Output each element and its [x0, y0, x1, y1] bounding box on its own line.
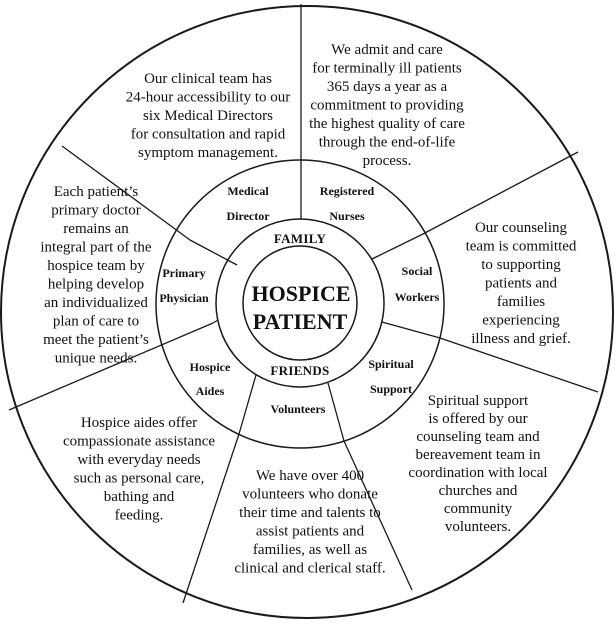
description-line: families	[497, 294, 545, 310]
description-line: patients and	[485, 276, 558, 292]
description-line: volunteers who donate	[242, 487, 378, 503]
description-line: an individualized	[44, 295, 148, 311]
description-line: 24-hour accessibility to our	[126, 90, 291, 106]
description-line: remains an	[63, 221, 129, 237]
description-line: their time and talents to	[239, 505, 381, 521]
desc-volunteers: We have over 400 volunteers who donate the…	[234, 468, 385, 577]
description-line: Each patient’s	[54, 184, 139, 200]
inner-spoke-upper-left	[189, 239, 238, 266]
role-primary-physician-line2: Physician	[159, 291, 209, 305]
spoke-upper-left	[61, 145, 191, 241]
spoke-upper-right	[422, 151, 579, 235]
ring-label-friends: FRIENDS	[270, 363, 329, 378]
middle-ring	[155, 159, 445, 449]
description-line: bathing and	[104, 489, 175, 505]
center-label-line2: PATIENT	[253, 309, 348, 334]
description-line: Our clinical team has	[144, 71, 272, 87]
center-circle	[242, 245, 358, 361]
role-spiritual-support-line2: Support	[370, 382, 412, 396]
inner-spoke-lower-left	[212, 319, 219, 324]
description-line: We have over 400	[256, 468, 364, 484]
description-line: unique needs.	[55, 351, 137, 367]
description-line: 365 days a year as a	[327, 79, 448, 95]
role-medical-director-line2: Director	[226, 209, 270, 223]
desc-hospice-aides: Hospice aides offer compassionate assista…	[63, 415, 215, 524]
role-registered-nurses-line2: Nurses	[329, 209, 365, 223]
description-line: coordination with local	[408, 465, 547, 481]
role-hospice-aides-line2: Aides	[196, 384, 225, 398]
description-line: with everyday needs	[77, 452, 200, 468]
outer-ring	[0, 5, 614, 619]
description-line: integral part of the	[40, 240, 152, 256]
role-primary-physician-line1: Primary	[162, 266, 205, 280]
spoke-bottom-left	[182, 433, 240, 604]
description-line: Spiritual support	[428, 393, 529, 409]
description-line: families, as well as	[253, 542, 367, 558]
desc-social-workers: Our counseling team is committed to suppor…	[466, 220, 577, 347]
description-line: process.	[363, 153, 412, 169]
description-line: through the end-of-life	[319, 135, 456, 151]
spoke-lower-left	[8, 322, 214, 411]
description-line: is offered by our	[428, 411, 527, 427]
inner-spokes	[189, 160, 441, 442]
description-line: hospice team by	[47, 258, 145, 274]
description-line: experiencing	[482, 313, 560, 329]
description-line: Our counseling	[475, 220, 568, 236]
description-line: clinical and clerical staff.	[234, 561, 385, 577]
role-social-workers-line2: Workers	[395, 290, 440, 304]
role-hospice-aides-line1: Hospice	[190, 360, 231, 374]
description-line: helping develop	[48, 277, 144, 293]
description-line: plan of care to	[53, 314, 139, 330]
desc-registered-nurses: We admit and care for terminally ill pati…	[309, 42, 465, 169]
spoke-lower-right	[439, 337, 599, 393]
description-line: the highest quality of care	[309, 116, 465, 132]
role-medical-director-line1: Medical	[227, 184, 269, 198]
description-line: team is committed	[466, 239, 577, 255]
desc-medical-director: Our clinical team has 24-hour accessibili…	[126, 71, 291, 161]
description-line: six Medical Directors	[143, 108, 273, 124]
description-line: commitment to providing	[310, 98, 464, 114]
inner-spoke-upper-right	[371, 233, 424, 260]
description-line: We admit and care	[331, 42, 443, 58]
desc-spiritual-support: Spiritual support is offered by our counse…	[408, 393, 547, 535]
description-line: symptom management.	[138, 145, 278, 161]
description-line: bereavement team in	[416, 447, 541, 463]
description-line: such as personal care,	[74, 471, 205, 487]
description-line: for consultation and rapid	[131, 127, 286, 143]
role-volunteers: Volunteers	[271, 402, 326, 416]
role-registered-nurses-line1: Registered	[320, 184, 375, 198]
desc-primary-physician: Each patient’s primary doctor remains an in…	[40, 184, 152, 367]
inner-spoke-bottom-left	[238, 374, 257, 435]
inner-ring	[215, 218, 385, 388]
center-label-line1: HOSPICE	[251, 281, 350, 306]
inner-spoke-bottom-right	[327, 382, 345, 442]
inner-spoke-lower-right	[381, 321, 441, 339]
role-spiritual-support-line1: Spiritual	[368, 357, 414, 371]
spoke-bottom-right	[343, 440, 413, 591]
description-line: primary doctor	[51, 203, 141, 219]
description-line: Hospice aides offer	[81, 415, 197, 431]
description-line: churches and	[439, 483, 518, 499]
description-line: feeding.	[115, 508, 164, 524]
description-line: community	[444, 501, 513, 517]
ring-label-family: FAMILY	[274, 231, 327, 246]
description-line: volunteers.	[445, 519, 511, 535]
description-line: assist patients and	[256, 524, 365, 540]
role-social-workers-line1: Social	[402, 264, 433, 278]
description-line: compassionate assistance	[63, 434, 215, 450]
outer-spokes	[8, 4, 599, 604]
description-line: illness and grief.	[471, 331, 571, 347]
description-line: counseling team and	[416, 429, 540, 445]
description-line: to supporting	[481, 257, 561, 273]
description-line: meet the patient’s	[43, 332, 149, 348]
description-line: for terminally ill patients	[312, 61, 462, 77]
